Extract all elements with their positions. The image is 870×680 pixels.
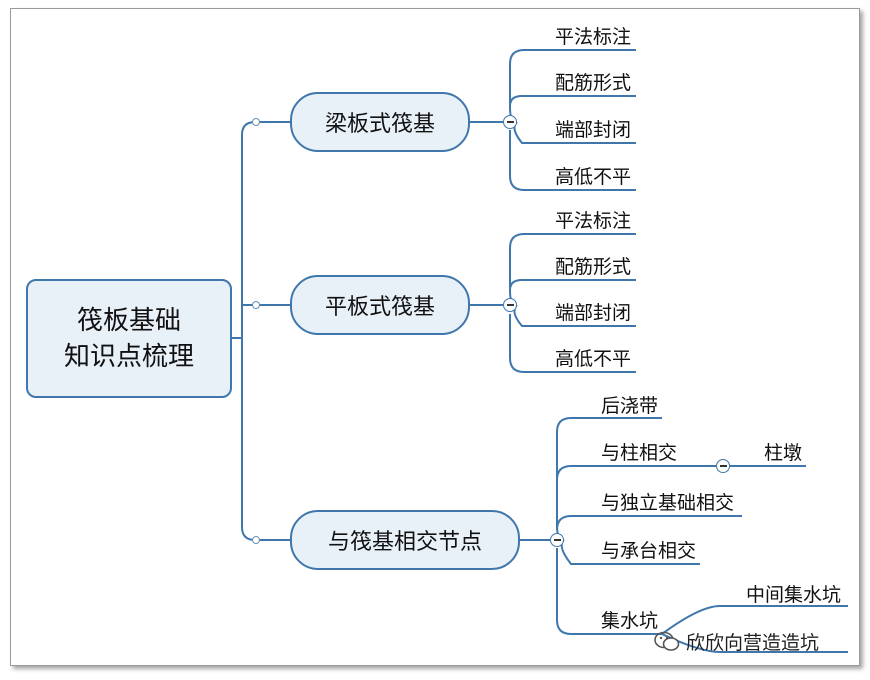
branch-label: 与筏基相交节点: [327, 530, 482, 555]
sub-leaf-node[interactable]: 中间集水坑: [746, 584, 842, 606]
root-node[interactable]: 筏板基础 知识点梳理: [26, 279, 232, 398]
leaf-node[interactable]: 与柱相交: [601, 442, 678, 464]
branch-hook-1: [252, 118, 260, 126]
branch-node-intersection[interactable]: 与筏基相交节点: [290, 510, 520, 570]
leaf-node[interactable]: 配筋形式: [555, 72, 632, 94]
collapse-toggle[interactable]: [550, 533, 564, 547]
leaf-node[interactable]: 高低不平: [555, 166, 632, 188]
leaf-node[interactable]: 集水坑: [601, 610, 659, 632]
branch-label: 平板式筏基: [324, 295, 435, 320]
watermark: 欣欣向营造造坑: [654, 628, 819, 655]
collapse-toggle[interactable]: [716, 459, 730, 473]
leaf-node[interactable]: 与独立基础相交: [601, 492, 735, 514]
branch-hook-3: [252, 536, 260, 544]
leaf-node[interactable]: 后浇带: [601, 395, 659, 417]
branch-node-flat-slab[interactable]: 平板式筏基: [290, 275, 470, 335]
root-title-line2: 知识点梳理: [63, 341, 194, 372]
leaf-node[interactable]: 平法标注: [555, 26, 632, 48]
branch-hook-2: [252, 301, 260, 309]
wechat-icon: [654, 631, 680, 653]
watermark-text: 欣欣向营造造坑: [686, 632, 820, 654]
sub-leaf-node[interactable]: 柱墩: [764, 442, 803, 464]
branch-label: 梁板式筏基: [324, 112, 435, 137]
leaf-node[interactable]: 端部封闭: [555, 302, 632, 324]
collapse-toggle[interactable]: [503, 115, 517, 129]
leaf-node[interactable]: 高低不平: [555, 348, 632, 370]
leaf-node[interactable]: 端部封闭: [555, 119, 632, 141]
leaf-node[interactable]: 配筋形式: [555, 256, 632, 278]
collapse-toggle[interactable]: [503, 298, 517, 312]
leaf-node[interactable]: 平法标注: [555, 210, 632, 232]
root-title-line1: 筏板基础: [76, 305, 181, 336]
leaf-node[interactable]: 与承台相交: [601, 540, 697, 562]
branch-node-beam-slab[interactable]: 梁板式筏基: [290, 92, 470, 152]
